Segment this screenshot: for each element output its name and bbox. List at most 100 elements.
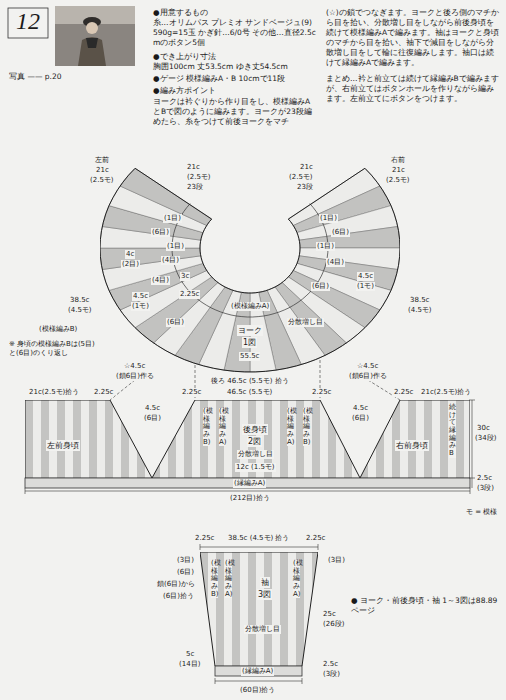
pattern-note: (4目) <box>151 276 170 285</box>
pattern-note: (縁編みA) <box>233 479 266 488</box>
pattern-note: (縁編みA) <box>241 667 274 676</box>
pattern-note: (3段) <box>322 670 341 679</box>
pattern-note: 分散増し目 <box>244 625 281 634</box>
figure-number: 3図 <box>257 589 272 600</box>
pattern-note: 後ろ 46.5c (5.5モ) 拾う <box>210 377 290 386</box>
pattern-note: モ = 模様 <box>465 508 498 517</box>
pattern-note: 23段 <box>186 183 204 192</box>
pattern-note: (2.5モ) <box>288 173 314 182</box>
piece-name: 左前身頃 <box>46 440 80 451</box>
pattern-note: (6目) <box>311 282 330 291</box>
pattern-note: (6目) <box>351 414 370 423</box>
piece-name: 右前身頃 <box>395 440 429 451</box>
pattern-note: 2.25c <box>179 290 200 299</box>
pattern-note: 2.25c <box>311 388 332 397</box>
pattern-note: (4目) <box>161 256 180 265</box>
pattern-note: 2.25c <box>181 388 202 397</box>
pattern-note: (2目) <box>121 260 140 269</box>
figure-number: 1図 <box>242 337 257 348</box>
pattern-note: (6目) <box>143 414 162 423</box>
pattern-note: 4.5c <box>132 292 149 301</box>
pattern-note: 写真 —— p.20 <box>8 72 62 82</box>
pattern-note: 5c <box>185 650 195 659</box>
pattern-note: (模様編みA) <box>225 560 232 598</box>
pattern-note: (14目) <box>178 660 201 669</box>
pattern-note: 4.5c <box>144 404 161 413</box>
pattern-note: 21c(2.5モ)拾う <box>420 388 472 397</box>
pattern-note: 糸…オリムパス プレミオ サンドベージュ(9) 590g=15玉 かぎ針…6/0… <box>152 18 319 48</box>
pattern-note: ●でき上がり寸法 <box>152 52 319 62</box>
pattern-note: (4.5モ) <box>407 306 433 315</box>
pattern-note: (6目)拾う <box>162 592 195 601</box>
pattern-note: (4.5モ) <box>67 306 93 315</box>
pattern-note: 38.5c (4.5モ) 拾う <box>227 534 290 543</box>
pattern-note: 21c <box>186 163 201 172</box>
pattern-note: 2.5c <box>476 474 493 483</box>
figure-number: 2図 <box>247 436 262 447</box>
pattern-note: ●ゲージ 模様編みA・B 10cmで11段 <box>152 74 319 84</box>
left-front-piece: 左前身頃 <box>25 400 152 478</box>
pattern-note: (2.5モ) <box>89 176 115 185</box>
pattern-note: (模様編みB) <box>38 325 78 334</box>
pattern-note: 2.25c <box>194 534 215 543</box>
pattern-note: 右前 <box>390 156 406 165</box>
pattern-note: ※ 身頃の模様編みBは(5目)と(6目)のくり返し <box>8 340 102 358</box>
pattern-note: (模様編みA) <box>293 560 300 598</box>
pattern-note: (鎖6目)作る <box>115 372 155 381</box>
pattern-note: 鎖(6目)から <box>156 580 196 589</box>
pattern-note: 23段 <box>296 183 314 192</box>
pattern-note: (3目) <box>327 556 346 565</box>
piece-name: 袖 <box>260 577 270 588</box>
pattern-note: 55.5c <box>239 352 260 361</box>
pattern-note: 4.5c <box>352 404 369 413</box>
pattern-note: 3c <box>180 272 190 281</box>
pattern-note: (模様編みA) <box>230 302 270 311</box>
pattern-note: ☆4.5c <box>356 362 379 371</box>
pattern-note: (☆)の鎖でつなぎます。ヨークと後ろ側のマチから目を拾い、分散増し目をしながら前… <box>325 8 502 68</box>
pattern-note: 4c <box>125 250 135 259</box>
pattern-note: (模様編みB) <box>211 560 218 598</box>
pattern-note: 2.25c <box>93 388 114 397</box>
pattern-number: 12 <box>15 8 41 34</box>
pattern-note: ☆4.5c <box>123 362 146 371</box>
pattern-note: 21c <box>391 166 406 175</box>
yoke-piece: ヨーク1図 <box>100 115 400 377</box>
pattern-note: (1モ) <box>131 302 150 311</box>
pattern-note: (212目)拾う <box>229 494 271 503</box>
piece-name: 後身頃 <box>242 424 268 435</box>
pattern-note: (6目) <box>331 228 350 237</box>
pattern-note: (4目) <box>326 258 345 267</box>
pattern-note: (1目) <box>163 214 182 223</box>
pattern-note: ●編み方ポイント <box>152 86 319 96</box>
pattern-note: 21c <box>95 166 110 175</box>
pattern-note: (6目) <box>151 228 170 237</box>
pattern-note: 21c(2.5モ)拾う <box>28 388 80 397</box>
pattern-note: (模様編みA) <box>219 408 226 446</box>
pattern-note: 25c <box>322 610 337 619</box>
pattern-note: (1目) <box>316 242 335 251</box>
pattern-note: (6目) <box>166 318 185 327</box>
pattern-note: (鎖6目)作る <box>348 372 388 381</box>
pattern-note: (模様編みB) <box>203 408 210 446</box>
pattern-note: 胸囲100cm 丈53.5cm ゆき丈54.5cm <box>152 62 319 72</box>
pattern-note: 2.5c <box>322 660 339 669</box>
pattern-note: ヨークは衿ぐりから作り目をし、模様編みAとBで図のように編みます。ヨークが23段… <box>152 97 319 127</box>
pattern-note: 分散増し目 <box>287 318 324 327</box>
piece-name: ヨーク <box>237 325 263 336</box>
pattern-note: 4.5c <box>357 272 374 281</box>
pattern-note: (60目)拾う <box>239 686 276 695</box>
pattern-note: (1目) <box>319 214 338 223</box>
pattern-note: (34段) <box>474 434 497 443</box>
pattern-note: 2.25c <box>305 534 326 543</box>
pattern-note: 46.5c (5.5モ) <box>226 388 273 397</box>
pattern-note: 分散増し目 <box>237 450 274 459</box>
pattern-note: 続けて縁編みB <box>449 404 456 458</box>
pattern-note: (模様編みB) <box>303 408 310 446</box>
pattern-note: 30c <box>476 424 491 433</box>
pattern-note: (6目) <box>176 568 195 577</box>
pattern-note: (1目) <box>166 242 185 251</box>
piece-outline <box>25 400 152 478</box>
pattern-note: 21c <box>299 163 314 172</box>
pattern-note: 12c (1.5モ) <box>235 463 276 472</box>
